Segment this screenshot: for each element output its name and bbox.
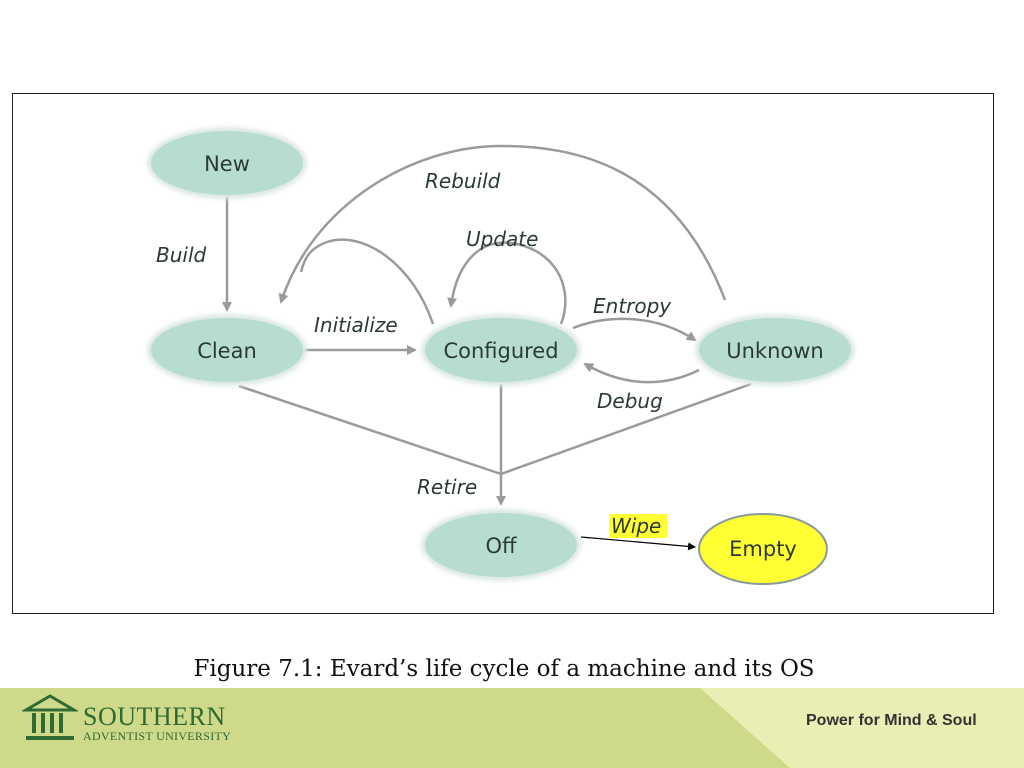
label-build: Build <box>156 243 207 267</box>
node-off-label: Off <box>486 534 518 558</box>
node-new-label: New <box>204 152 250 176</box>
label-wipe: Wipe <box>611 514 661 538</box>
lifecycle-diagram: New Clean Configured Unknown Off Empty B… <box>147 127 855 585</box>
label-retire: Retire <box>417 475 477 499</box>
node-empty: Empty <box>698 513 828 585</box>
edge-initialize-back <box>299 238 435 325</box>
node-empty-label: Empty <box>729 537 797 561</box>
edge-entropy <box>572 317 697 342</box>
wipe-highlight <box>609 514 667 538</box>
diagram-frame: New Clean Configured Unknown Off Empty B… <box>12 93 994 614</box>
label-debug: Debug <box>597 389 663 413</box>
node-unknown: Unknown <box>695 314 855 386</box>
edge-unknown-off <box>500 382 752 476</box>
label-initialize: Initialize <box>314 313 398 337</box>
node-clean-label: Clean <box>197 339 257 363</box>
node-configured: Configured <box>421 314 581 386</box>
node-unknown-label: Unknown <box>726 339 823 363</box>
edge-wipe <box>580 536 696 551</box>
label-entropy: Entropy <box>593 294 672 318</box>
logo-name: SOUTHERN <box>83 702 226 731</box>
node-clean: Clean <box>147 314 307 386</box>
label-update: Update <box>466 227 538 251</box>
figure-caption: Figure 7.1: Evard’s life cycle of a mach… <box>193 656 815 682</box>
node-configured-label: Configured <box>443 339 558 363</box>
label-rebuild: Rebuild <box>425 169 501 193</box>
edge-update <box>447 241 567 325</box>
edge-debug <box>583 362 700 384</box>
edge-clean-off <box>238 384 502 476</box>
university-logo-icon <box>22 694 78 740</box>
tagline: Power for Mind & Soul <box>806 712 977 729</box>
logo-subtitle: ADVENTIST UNIVERSITY <box>83 729 232 743</box>
node-new: New <box>147 127 307 199</box>
edges <box>222 144 752 506</box>
node-off: Off <box>421 509 581 581</box>
edge-rebuild <box>278 144 727 304</box>
footer-band: SOUTHERN ADVENTIST UNIVERSITY Power for … <box>0 688 1024 768</box>
